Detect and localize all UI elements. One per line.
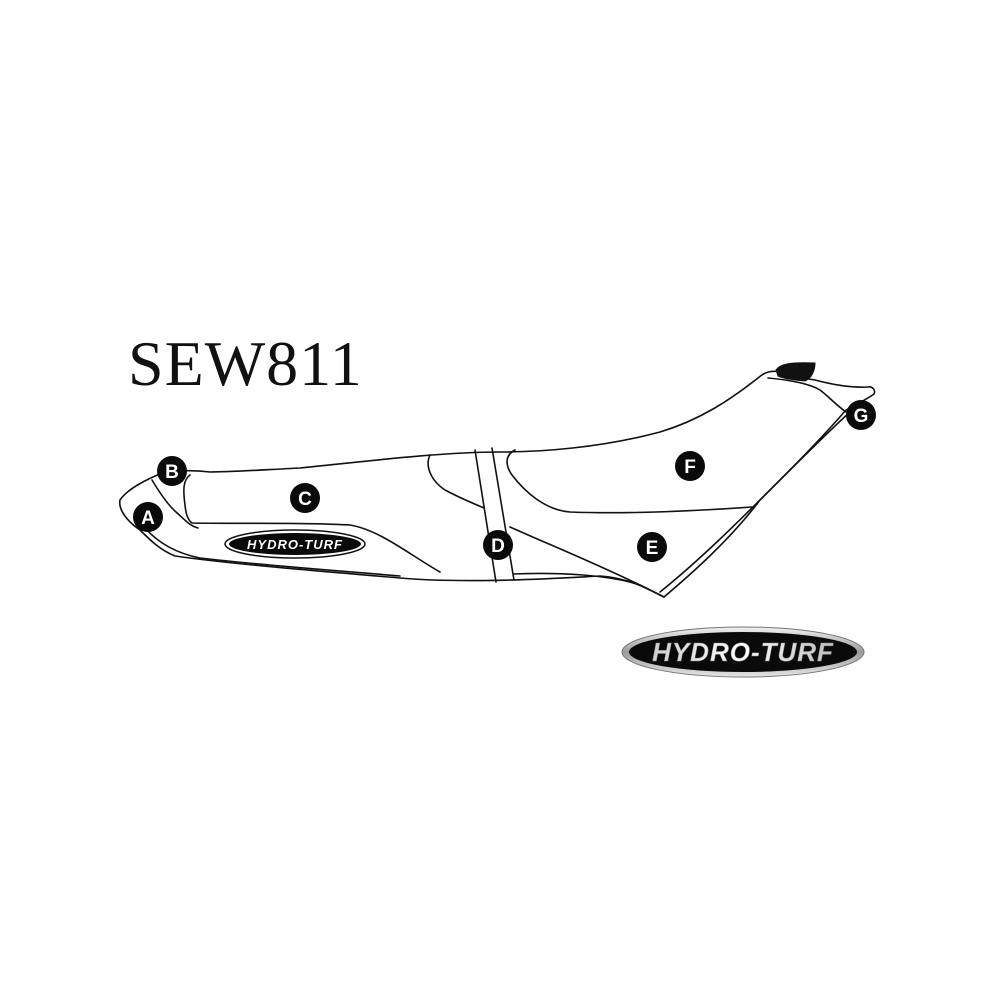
marker-a: A xyxy=(133,502,163,532)
rear-cushion-outline xyxy=(427,454,485,509)
marker-e-label: E xyxy=(646,538,659,559)
marker-e: E xyxy=(637,532,667,562)
rider-seat-outline xyxy=(506,449,753,514)
marker-c: C xyxy=(290,483,320,513)
tail-cap xyxy=(775,362,816,382)
marker-a-label: A xyxy=(141,508,155,529)
brand-logo-text: HYDRO-TURF xyxy=(652,637,834,667)
marker-b-label: B xyxy=(165,462,179,483)
marker-f: F xyxy=(675,451,705,481)
rear-bottom-line xyxy=(513,572,665,598)
marker-g-label: G xyxy=(854,406,869,427)
strap-left-edge xyxy=(474,449,497,583)
seat-logo-text: HYDRO-TURF xyxy=(247,537,343,552)
brand-logo: HYDRO-TURF xyxy=(621,626,865,678)
seat-outline xyxy=(118,370,876,598)
strap-right-edge xyxy=(491,447,515,581)
marker-d-label: D xyxy=(491,536,505,557)
marker-d: D xyxy=(483,530,513,560)
front-panel-line xyxy=(151,479,199,529)
marker-c-label: C xyxy=(298,489,312,510)
front-cushion-outline xyxy=(183,474,441,573)
marker-b: B xyxy=(157,456,187,486)
grab-handle-line xyxy=(767,377,847,413)
marker-g: G xyxy=(846,400,876,430)
side-panel-line xyxy=(509,526,651,591)
rear-edge-double xyxy=(659,411,851,593)
bottom-edge-line xyxy=(144,527,401,577)
marker-f-label: F xyxy=(684,457,696,478)
model-number-title: SEW811 xyxy=(128,328,363,399)
seat-logo: HYDRO-TURF xyxy=(224,529,366,559)
